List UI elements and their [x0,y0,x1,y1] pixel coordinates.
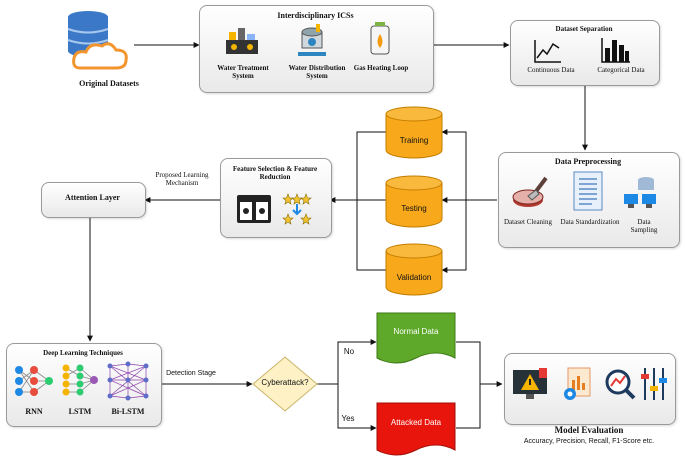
testing-label: Testing [401,204,427,213]
training-cylinder [385,106,443,159]
validation-label: Validation [396,273,432,282]
bilstm-network-icon [107,361,149,401]
ics-item-water-distribution: Water Distribution System [288,64,346,80]
deep-item-bilstm: Bi-LSTM [111,407,145,416]
normal-data-label: Normal Data [393,327,439,336]
bar-chart-icon [601,38,630,63]
training-label: Training [399,136,429,145]
preprocessing-item-sampling: Data Sampling [630,218,658,234]
attacked-data-label: Attacked Data [390,418,442,427]
ics-title: Interdisciplinary ICSs [277,11,354,20]
dataset-separation-title: Dataset Separation [555,25,613,33]
deep-item-lstm: LSTM [68,407,92,416]
cyberattack-label: Cyberattack? [261,378,309,387]
ics-item-gas-heating: Gas Heating Loop [353,64,409,72]
data-standardization-icon [573,171,603,211]
validation-cylinder [385,243,443,296]
feature-selection-title: Feature Selection & Feature Reduction [232,165,318,181]
preprocessing-item-standardization: Data Standardization [560,218,620,226]
deep-item-rnn: RNN [25,407,43,416]
monitor-warning-icon [513,368,547,399]
ics-item-water-treatment: Water Treatment System [217,64,269,80]
separation-item-continuous: Continuous Data [527,66,575,74]
water-treatment-icon [226,28,258,54]
gas-heating-icon [370,22,390,55]
dataset-cleaning-icon [512,176,548,207]
model-evaluation-title: Model Evaluation [554,425,624,435]
proposed-mechanism-label: Proposed Learning Mechanism [155,171,209,187]
data-preprocessing-title: Data Preprocessing [554,157,622,166]
database-cloud-icon [67,11,128,70]
sliders-icon [641,368,667,400]
rnn-network-icon [15,366,53,396]
yes-label: Yes [341,414,355,423]
normal-data-shape [376,312,456,364]
no-label: No [343,347,355,356]
data-sampling-icon [624,177,656,208]
preprocessing-item-cleaning: Dataset Cleaning [503,218,552,226]
water-distribution-icon [298,24,326,56]
deep-learning-box [6,343,162,427]
detection-stage-label: Detection Stage [166,370,216,377]
separation-item-categorical: Categorical Data [597,66,645,74]
testing-cylinder [385,175,443,228]
line-chart-icon [534,40,561,63]
deep-learning-title: Deep Learning Techniques [43,349,123,357]
feature-stars-icon [282,193,312,225]
cyberattack-diamond [252,356,318,412]
attention-layer-box [41,182,146,218]
attacked-data-shape [376,402,456,456]
magnifier-chart-icon [605,369,636,400]
attention-layer-label: Attention Layer [65,193,120,202]
report-gear-icon [564,367,591,400]
feature-window-icon [237,195,271,223]
lstm-network-icon [62,364,98,396]
original-datasets-label: Original Datasets [79,79,139,88]
model-evaluation-metrics: Accuracy, Precision, Recall, F1-Score et… [523,438,655,445]
